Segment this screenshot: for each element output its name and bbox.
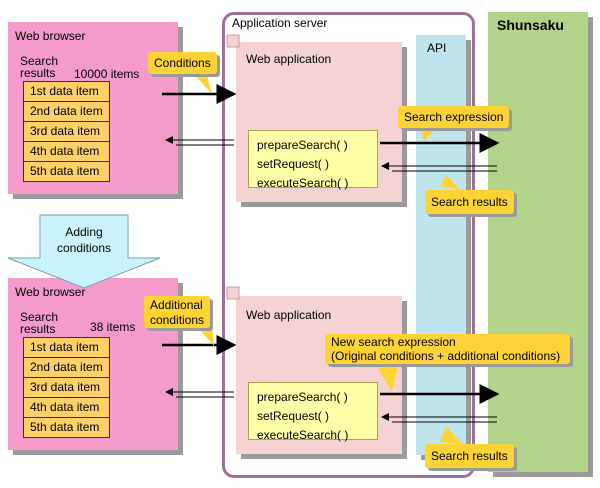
- data-item-list-top: 1st data item 2nd data item 3rd data ite…: [23, 81, 110, 182]
- method-execute-search: executeSearch( ): [257, 428, 349, 442]
- method-prepare-search: prepareSearch( ): [257, 390, 348, 404]
- callout-pointer-search-expression: [420, 125, 440, 141]
- list-item: 4th data item: [24, 398, 109, 418]
- additional-conditions-line2: conditions: [150, 313, 205, 327]
- list-item: 3rd data item: [24, 122, 109, 142]
- results-count-bottom: 38 items: [90, 320, 136, 334]
- method-box-top: prepareSearch( ) setRequest( ) executeSe…: [248, 130, 378, 190]
- callout-pointer-new-expression: [372, 358, 400, 392]
- new-search-expression-line1: New search expression: [331, 335, 456, 349]
- list-item: 5th data item: [24, 162, 109, 181]
- callout-pointer-additional-conditions: [196, 325, 214, 346]
- list-item: 5th data item: [24, 418, 109, 437]
- data-item-list-bottom: 1st data item 2nd data item 3rd data ite…: [23, 337, 110, 438]
- web-application-title-top: Web application: [246, 52, 332, 66]
- shunsaku-label: Shunsaku: [497, 17, 564, 33]
- callout-pointer-search-results-top: [440, 175, 460, 190]
- method-set-request: setRequest( ): [257, 409, 330, 423]
- api-label: API: [427, 41, 447, 55]
- additional-conditions-line1: Additional: [150, 298, 203, 312]
- method-set-request: setRequest( ): [257, 157, 330, 171]
- search-results-label-line1: Search: [20, 54, 59, 68]
- search-results-label-line2: results: [20, 66, 56, 80]
- web-browser-title-bottom: Web browser: [15, 285, 86, 299]
- search-results-callout-bottom: Search results: [425, 444, 514, 468]
- search-results-callout-top: Search results: [425, 190, 514, 214]
- application-server-title: Application server: [232, 16, 328, 30]
- adding-conditions-line1: Adding: [65, 225, 103, 239]
- callout-pointer-search-results-bottom: [440, 426, 462, 444]
- search-results-label-top: Search results: [20, 55, 58, 79]
- search-expression-callout: Search expression: [398, 106, 510, 128]
- web-application-title-bottom: Web application: [246, 308, 332, 322]
- adding-conditions-arrow: [7, 214, 161, 289]
- search-results-label-line1: Search: [20, 310, 59, 324]
- list-item: 4th data item: [24, 142, 109, 162]
- adding-conditions-line2: conditions: [56, 241, 112, 255]
- web-browser-title-top: Web browser: [15, 29, 86, 43]
- search-results-label-bottom: Search results: [20, 311, 58, 335]
- list-item: 1st data item: [24, 82, 109, 102]
- method-execute-search: executeSearch( ): [257, 176, 349, 190]
- method-prepare-search: prepareSearch( ): [257, 138, 348, 152]
- shunsaku-column: [488, 12, 588, 472]
- new-search-expression-callout: New search expression (Original conditio…: [325, 334, 570, 364]
- list-item: 1st data item: [24, 338, 109, 358]
- additional-conditions-callout: Additional conditions: [144, 296, 211, 328]
- search-results-label-line2: results: [20, 322, 56, 336]
- web-application-tab-top: [226, 34, 240, 48]
- adding-conditions-label: Adding conditions: [40, 224, 128, 256]
- method-box-bottom: prepareSearch( ) setRequest( ) executeSe…: [248, 382, 378, 442]
- web-application-tab-bottom: [226, 286, 240, 300]
- list-item: 2nd data item: [24, 358, 109, 378]
- conditions-callout: Conditions: [148, 52, 217, 74]
- results-count-top: 10000 items: [74, 67, 140, 81]
- list-item: 2nd data item: [24, 102, 109, 122]
- list-item: 3rd data item: [24, 378, 109, 398]
- new-search-expression-line2: (Original conditions + additional condit…: [331, 349, 561, 363]
- callout-pointer-conditions: [192, 72, 212, 94]
- api-column: [416, 35, 466, 455]
